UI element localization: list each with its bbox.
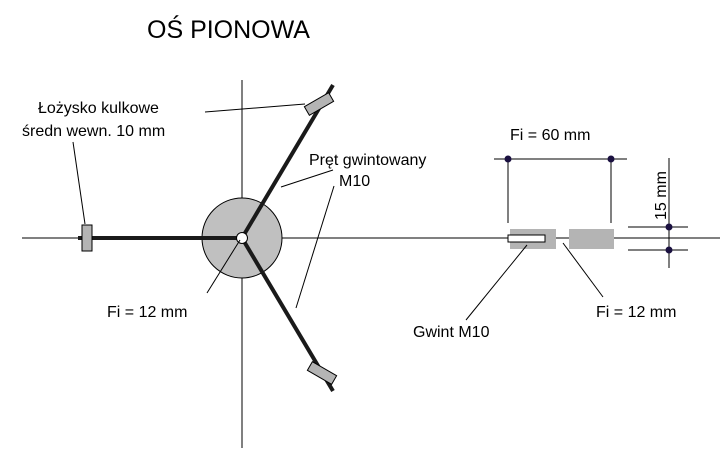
hub-hole [236,232,248,244]
height-dimension-dot-top [665,223,673,231]
height-dimension-dot-bottom [665,246,673,254]
hub-diameter-label: Fi = 12 mm [107,304,187,321]
bearing-left [81,224,93,252]
thread-slot [507,234,546,243]
rod-leader-upper [280,169,334,188]
hole-diameter-leader [562,242,604,298]
height-label: 15 mm [653,171,670,220]
bearing-label-line1: Łożysko kulkowe [38,100,159,117]
bearing-lower [306,360,338,386]
rod-label-line1: Pręt gwintowany [309,152,426,169]
bearing-leader-upper [204,103,306,113]
thread-label: Gwint M10 [413,324,490,341]
diagram-title: OŚ PIONOWA [147,14,310,44]
hub-diameter-leader [206,239,241,294]
span-dimension-dot-left [504,155,512,163]
bearing-upper [303,91,335,117]
bearing-leader-left [72,141,86,225]
rod-leader-lower [295,185,335,309]
span-dimension-dot-right [607,155,615,163]
hole-diameter-label: Fi = 12 mm [596,304,676,321]
nut-part [569,229,614,249]
rod-label-line2: M10 [339,173,370,190]
thread-leader [465,244,528,321]
bearing-label-line2: średn wewn. 10 mm [22,123,165,140]
span-diameter-label: Fi = 60 mm [510,127,590,144]
